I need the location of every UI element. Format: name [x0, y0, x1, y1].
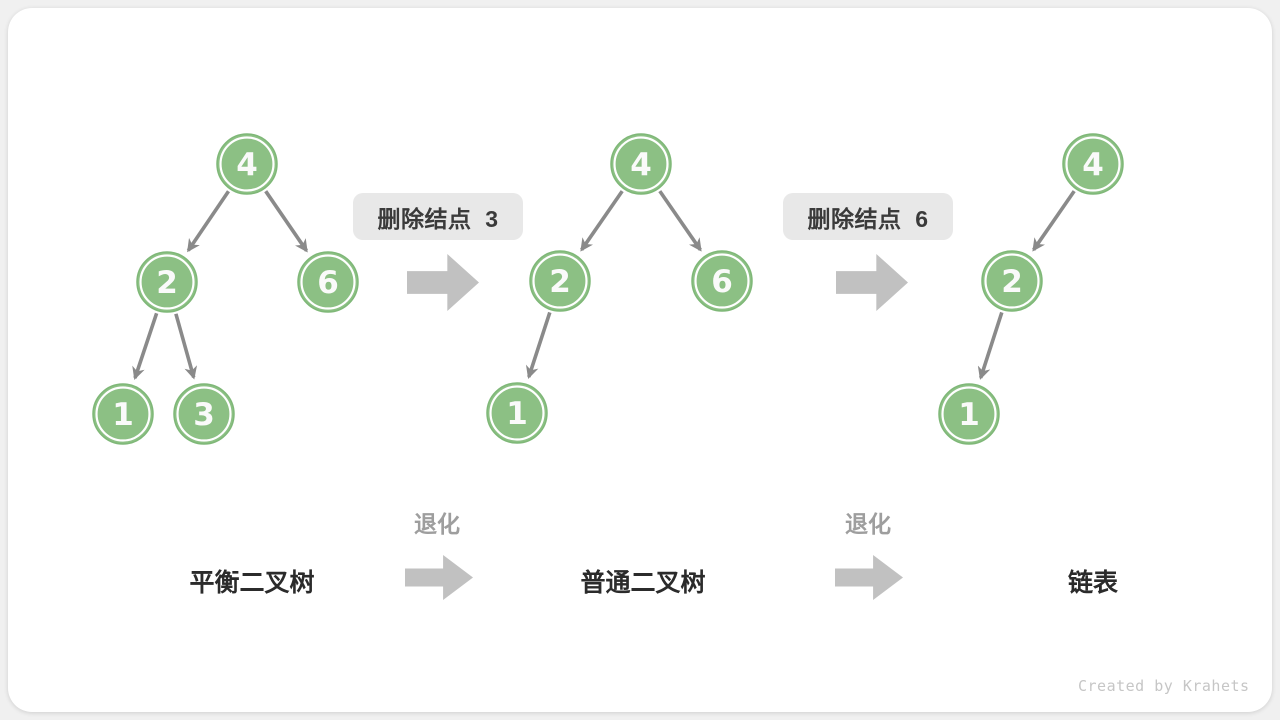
tree-node-2: 2: [529, 250, 591, 312]
balanced-binary-tree-label: 平衡二叉树: [189, 569, 315, 597]
tree-node-4: 4: [1062, 133, 1124, 195]
degrade-label: 退化: [845, 511, 891, 537]
diagram-card: [8, 8, 1272, 712]
tree-node-6: 6: [691, 250, 753, 312]
tree-node-4: 4: [610, 133, 672, 195]
tree-edge-2-1: [977, 311, 1004, 380]
tree-node-3: 3: [173, 383, 235, 445]
tree-node-value: 6: [711, 264, 733, 300]
tree-node-6: 6: [297, 251, 359, 313]
delete-node-3-badge: 删除结点 3: [353, 193, 523, 240]
tree-edge-2-3: [174, 313, 198, 380]
tree-node-value: 4: [236, 147, 258, 183]
tree-ordinary-binary-tree: 4 2 6 1: [486, 133, 753, 444]
tree-node-value: 1: [506, 396, 528, 432]
tree-node-value: 1: [958, 397, 980, 433]
tree-node-2: 2: [981, 250, 1043, 312]
tree-node-1: 1: [486, 382, 548, 444]
tree-edge-4-2: [186, 190, 230, 253]
tree-node-value: 4: [1082, 147, 1104, 183]
tree-edge-2-1: [525, 311, 552, 379]
tree-node-value: 3: [193, 397, 215, 433]
tree-node-value: 4: [630, 147, 652, 183]
tree-node-value: 2: [549, 264, 571, 300]
tree-balanced-binary-tree: 4 2 6 1 3: [92, 133, 359, 445]
tree-node-value: 2: [1001, 264, 1023, 300]
tree-node-1: 1: [92, 383, 154, 445]
tree-node-4: 4: [216, 133, 278, 195]
delete-node-6-badge: 删除结点 6: [783, 193, 953, 240]
ordinary-binary-tree-label: 普通二叉树: [580, 569, 706, 597]
tree-node-value: 1: [112, 397, 134, 433]
tree-node-2: 2: [136, 251, 198, 313]
tree-node-value: 6: [317, 265, 339, 301]
tree-linked-list: 4 2 1: [938, 133, 1124, 445]
tree-node-1: 1: [938, 383, 1000, 445]
linked-list-label: 链表: [1067, 569, 1119, 597]
watermark-text: Created by Krahets: [1078, 677, 1250, 695]
tree-edge-4-2: [1032, 190, 1076, 252]
tree-edge-2-1: [132, 312, 159, 381]
tree-node-value: 2: [156, 265, 178, 301]
tree-edge-4-2: [580, 190, 624, 252]
tree-edge-4-6: [658, 190, 702, 252]
tree-edge-4-6: [264, 190, 308, 253]
degrade-label: 退化: [414, 511, 460, 537]
